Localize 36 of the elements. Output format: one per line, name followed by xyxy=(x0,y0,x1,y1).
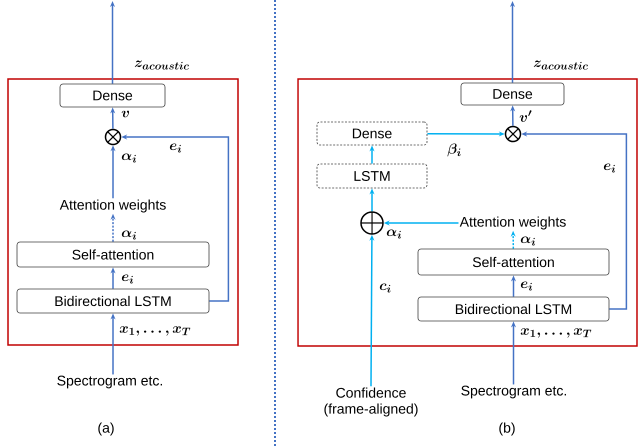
edge-label: $\boldsymbol{\alpha_{i}}$ xyxy=(120,230,138,240)
layer-box: Self-attention xyxy=(16,242,210,268)
input-label: Spectrogram etc. xyxy=(461,386,566,398)
input-label: Spectrogram etc. xyxy=(57,376,162,388)
edge-label: $\boldsymbol{\alpha_{i}}$ xyxy=(519,236,538,246)
layer-box: Dense xyxy=(60,84,166,108)
layer-box: Bidirectional LSTM xyxy=(16,288,210,314)
edge-label: $\boldsymbol{x_{1},\ldots,x_{T}}$ xyxy=(519,327,593,339)
layer-box: Self-attention xyxy=(418,248,610,276)
edge-label: $\boldsymbol{x_{1},\ldots,x_{T}}$ xyxy=(118,325,192,337)
output-label: Attention weights xyxy=(60,199,166,213)
edge-label: $\boldsymbol{e_{i}}$ xyxy=(168,142,184,154)
add-symbol xyxy=(360,211,384,235)
edge-label: $\boldsymbol{v}$ xyxy=(120,110,131,118)
multiply-symbol xyxy=(504,126,522,142)
edge-label: $\boldsymbol{z_{acoustic}}$ xyxy=(133,60,191,70)
module-frame xyxy=(297,78,638,347)
module-frame xyxy=(7,78,239,346)
layer-box: Dense xyxy=(316,122,428,146)
edge-label: $\boldsymbol{z_{acoustic}}$ xyxy=(532,60,590,70)
edge-label: $\boldsymbol{e_{i}}$ xyxy=(602,162,618,174)
edge-label: $\boldsymbol{e_{i}}$ xyxy=(519,280,534,292)
edge-label: $\boldsymbol{v'}$ xyxy=(518,109,534,123)
panel-label: (a) xyxy=(98,422,114,436)
layer-box: Dense xyxy=(460,82,564,106)
layer-box: LSTM xyxy=(316,164,428,188)
multiply-symbol xyxy=(104,128,122,146)
layer-box: Bidirectional LSTM xyxy=(418,296,610,322)
edge-label: $\boldsymbol{c_{i}}$ xyxy=(378,282,393,294)
output-label: Attention weights xyxy=(460,216,566,230)
edge-label: $\boldsymbol{\alpha_{i}}$ xyxy=(120,152,138,164)
edge-label: $\boldsymbol{e_{i}}$ xyxy=(120,274,136,284)
edge-label: $\boldsymbol{\alpha_{i}}$ xyxy=(385,228,404,240)
input-label: Confidence (frame-aligned) xyxy=(324,387,418,416)
edge-label: $\boldsymbol{\beta_{i}}$ xyxy=(446,142,463,158)
panel-label: (b) xyxy=(499,422,515,436)
